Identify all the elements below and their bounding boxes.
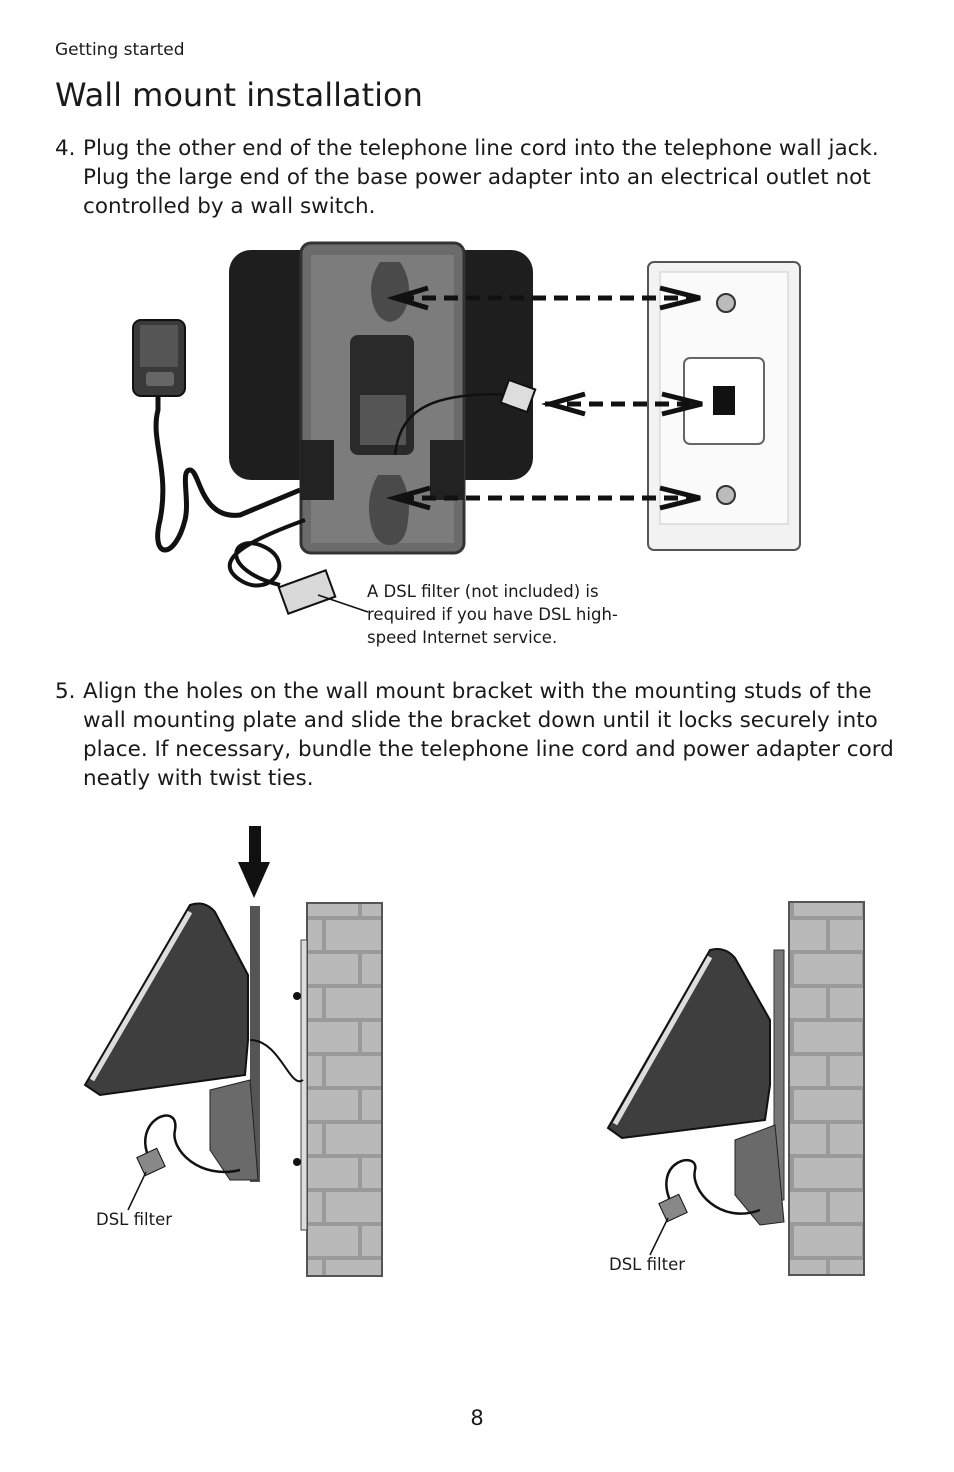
dsl-filter-label-right: DSL filter [609, 1255, 685, 1274]
step-5: 5. Align the holes on the wall mount bra… [55, 677, 915, 793]
telephone-base [229, 241, 533, 555]
dsl-filter [277, 569, 337, 615]
dsl-filter-label-left: DSL filter [96, 1210, 172, 1229]
page-title: Wall mount installation [55, 76, 423, 114]
page-number: 8 [470, 1406, 484, 1430]
section-header: Getting started [55, 40, 185, 60]
step-number: 4. [55, 136, 76, 161]
step-text: Align the holes on the wall mount bracke… [83, 679, 894, 791]
down-arrow [238, 826, 270, 898]
power-adapter [132, 319, 301, 553]
brick-wall-left [293, 902, 383, 1277]
step-4: 4. Plug the other end of the telephone l… [55, 134, 915, 221]
step-number: 5. [55, 679, 76, 704]
brick-wall-right [773, 901, 865, 1276]
phone-side-view-right [606, 948, 785, 1256]
phone-side-view-left [83, 902, 304, 1211]
dsl-filter-caption: A DSL filter (not included) is required … [367, 582, 618, 647]
figure-bracket-mounting [83, 826, 865, 1277]
figure-wall-jack-connection [132, 241, 801, 615]
alignment-arrows [385, 285, 703, 511]
step-text: Plug the other end of the telephone line… [83, 136, 879, 219]
